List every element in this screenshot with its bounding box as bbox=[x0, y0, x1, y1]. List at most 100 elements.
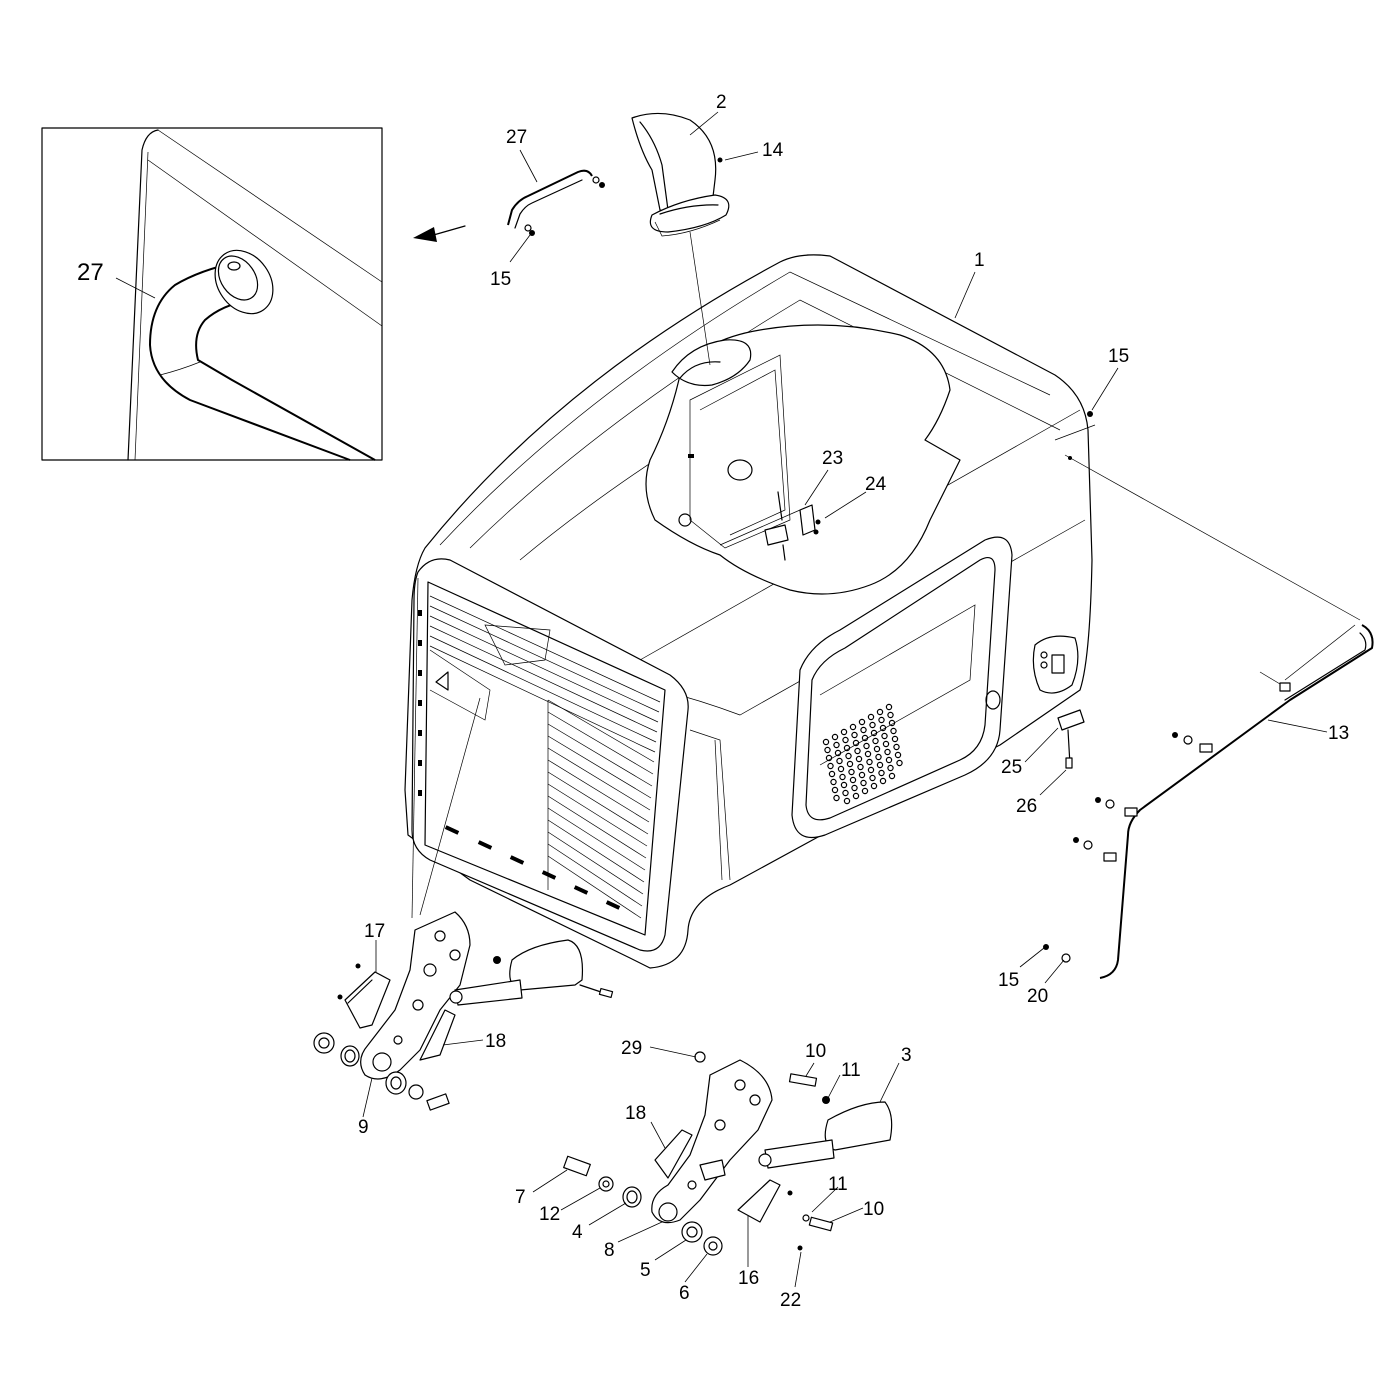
right-hinge-assembly bbox=[563, 1051, 893, 1256]
grab-handle bbox=[507, 169, 605, 236]
vent-hole bbox=[830, 778, 837, 786]
callout-15-side: 15 bbox=[1108, 346, 1129, 367]
vent-hole bbox=[867, 713, 875, 721]
callout-22: 22 bbox=[780, 1290, 801, 1311]
vent-hole bbox=[870, 782, 878, 790]
vent-hole bbox=[896, 759, 903, 767]
callout-12: 12 bbox=[539, 1204, 560, 1225]
vent-hole bbox=[860, 779, 867, 787]
vent-hole bbox=[825, 754, 833, 762]
vent-hole bbox=[827, 762, 834, 770]
vent-hole bbox=[842, 789, 849, 797]
callout-29: 29 bbox=[621, 1038, 642, 1059]
vent-hole bbox=[858, 771, 866, 779]
callout-17: 17 bbox=[364, 921, 385, 942]
vent-hole bbox=[876, 761, 884, 769]
callout-3: 3 bbox=[901, 1045, 912, 1066]
vent-hole bbox=[828, 770, 836, 778]
callout-6: 6 bbox=[679, 1283, 690, 1304]
vent-hole bbox=[879, 724, 887, 732]
detail-inset bbox=[41, 127, 466, 461]
vent-hole bbox=[891, 735, 899, 743]
vent-hole bbox=[831, 733, 839, 741]
vent-hole bbox=[875, 753, 882, 761]
air-intake-snorkel bbox=[631, 112, 730, 366]
vent-hole bbox=[833, 794, 840, 802]
vent-hole bbox=[857, 763, 864, 771]
vent-hole bbox=[845, 752, 852, 760]
vent-hole bbox=[848, 768, 855, 776]
callout-4: 4 bbox=[572, 1222, 583, 1243]
bottom-slots bbox=[444, 825, 621, 910]
vent-hole bbox=[849, 776, 857, 784]
callout-25: 25 bbox=[1001, 757, 1022, 778]
leader-lines bbox=[115, 111, 1328, 1288]
callout-18-left: 18 bbox=[485, 1031, 506, 1052]
vent-hole bbox=[822, 738, 830, 746]
vent-hole bbox=[852, 792, 860, 800]
callout-27-inset: 27 bbox=[77, 259, 104, 286]
callout-27: 27 bbox=[506, 127, 527, 148]
vent-hole bbox=[840, 728, 848, 736]
vent-hole bbox=[854, 747, 861, 755]
vent-hole bbox=[833, 741, 840, 749]
vent-hole bbox=[843, 797, 851, 805]
vent-hole bbox=[849, 723, 857, 731]
vent-hole bbox=[840, 781, 848, 789]
callout-16: 16 bbox=[738, 1268, 759, 1289]
left-hinge-assembly bbox=[313, 577, 614, 1111]
callout-24: 24 bbox=[865, 474, 887, 495]
vent-hole bbox=[882, 740, 890, 748]
vent-hole bbox=[866, 758, 873, 766]
callout-8: 8 bbox=[604, 1240, 615, 1261]
callout-5: 5 bbox=[640, 1260, 651, 1281]
vent-hole bbox=[894, 751, 902, 759]
vent-hole bbox=[860, 726, 867, 734]
vent-hole bbox=[851, 784, 858, 792]
hood-assembly bbox=[404, 254, 1093, 969]
callout-11-upper: 11 bbox=[841, 1060, 861, 1081]
vent-hole bbox=[855, 755, 863, 763]
callout-2: 2 bbox=[716, 92, 727, 113]
vent-hole bbox=[869, 721, 876, 729]
vent-hole bbox=[879, 777, 887, 785]
callout-1: 1 bbox=[974, 250, 985, 271]
vent-hole bbox=[878, 769, 885, 777]
vent-hole bbox=[884, 748, 891, 756]
vent-hole bbox=[878, 716, 885, 724]
vent-hole bbox=[881, 732, 888, 740]
callout-15-handle: 15 bbox=[490, 269, 511, 290]
callout-26: 26 bbox=[1016, 796, 1037, 817]
vent-hole bbox=[837, 765, 845, 773]
vent-hole bbox=[852, 739, 860, 747]
grille-slats bbox=[429, 595, 661, 919]
vent-hole bbox=[887, 711, 894, 719]
vent-hole bbox=[893, 743, 900, 751]
vent-hole bbox=[836, 757, 843, 765]
vent-hole bbox=[888, 772, 896, 780]
callout-labels: 1 2 3 4 5 6 7 8 9 10 10 11 11 12 13 14 1… bbox=[77, 92, 1349, 1311]
vent-hole bbox=[885, 756, 893, 764]
vent-hole bbox=[861, 787, 869, 795]
vent-hole bbox=[824, 746, 831, 754]
vent-hole bbox=[861, 734, 869, 742]
direction-arrow-icon bbox=[413, 227, 437, 242]
callout-9: 9 bbox=[358, 1117, 369, 1138]
vent-hole bbox=[873, 745, 881, 753]
vent-hole bbox=[851, 731, 858, 739]
callout-20: 20 bbox=[1027, 986, 1048, 1007]
callout-10-lower: 10 bbox=[863, 1199, 884, 1220]
vent-hole bbox=[846, 760, 854, 768]
vent-hole bbox=[872, 737, 879, 745]
left-edge-studs bbox=[418, 610, 422, 796]
vent-hole bbox=[863, 742, 870, 750]
vent-hole bbox=[876, 708, 884, 716]
vent-hole bbox=[843, 744, 851, 752]
callout-10-upper: 10 bbox=[805, 1041, 826, 1062]
side-rail bbox=[1043, 411, 1374, 979]
vent-hole bbox=[839, 773, 846, 781]
vent-hole bbox=[885, 703, 893, 711]
vent-hole bbox=[890, 727, 897, 735]
perforated-vent bbox=[822, 703, 903, 805]
